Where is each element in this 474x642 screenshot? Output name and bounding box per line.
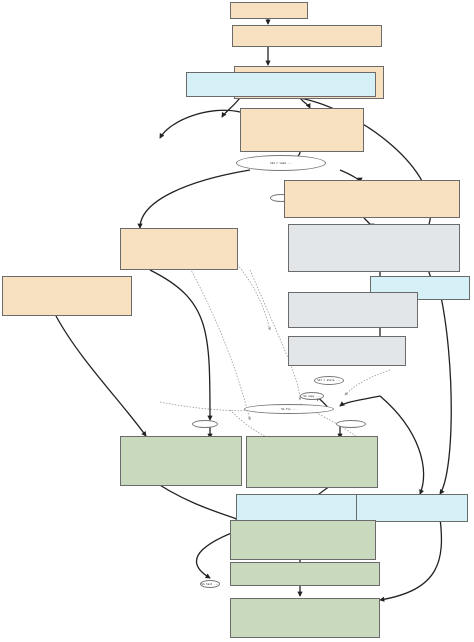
node-b14: [236, 494, 358, 522]
node-b3: [186, 72, 376, 97]
node-b12: [120, 436, 242, 486]
edge: [439, 291, 452, 495]
edge: [379, 517, 443, 602]
edge: [137, 169, 251, 229]
node-b16: [230, 520, 376, 560]
edges-solid: [55, 18, 452, 602]
edge: [55, 315, 147, 437]
edge: [229, 409, 281, 444]
edge: [149, 269, 213, 421]
node-b6: [120, 228, 238, 270]
edge: [379, 395, 425, 495]
node-b17: [230, 562, 380, 586]
merge-node-3: [192, 420, 218, 428]
node-b13: [246, 436, 378, 488]
edge: [221, 97, 241, 118]
tail-node: %% tail ...: [200, 580, 220, 588]
node-b5: [284, 180, 460, 218]
node-b15: [356, 494, 468, 522]
decision-label-2: %17 = store ...: [317, 379, 341, 382]
decision-node-1: %14 = load ...: [236, 155, 326, 171]
node-b4: [240, 108, 364, 152]
edge: [179, 249, 251, 421]
merge-node-4: [336, 420, 366, 428]
edge: [299, 97, 311, 109]
node-b9: [2, 276, 132, 316]
node-header-b1: [232, 25, 382, 47]
decision-node-2: %17 = store ...: [314, 376, 344, 385]
merge-label-1: %% copy ...: [303, 394, 321, 398]
merge-node-1: %% copy ...: [300, 392, 324, 400]
node-b18: [230, 598, 380, 638]
edge: [339, 395, 381, 407]
decision-label-1: %14 = load ...: [270, 161, 292, 165]
tail-label: %% tail ...: [201, 582, 219, 586]
node-b10: [288, 292, 418, 328]
edge: [344, 369, 391, 396]
node-b7: [288, 224, 460, 272]
merge-node-2: %% fix ...: [244, 404, 334, 414]
merge-label-2: %% fix ...: [281, 407, 297, 411]
node-entry: [230, 2, 308, 19]
edge: [159, 109, 241, 139]
node-b11: [288, 336, 406, 366]
edge: [249, 269, 302, 401]
